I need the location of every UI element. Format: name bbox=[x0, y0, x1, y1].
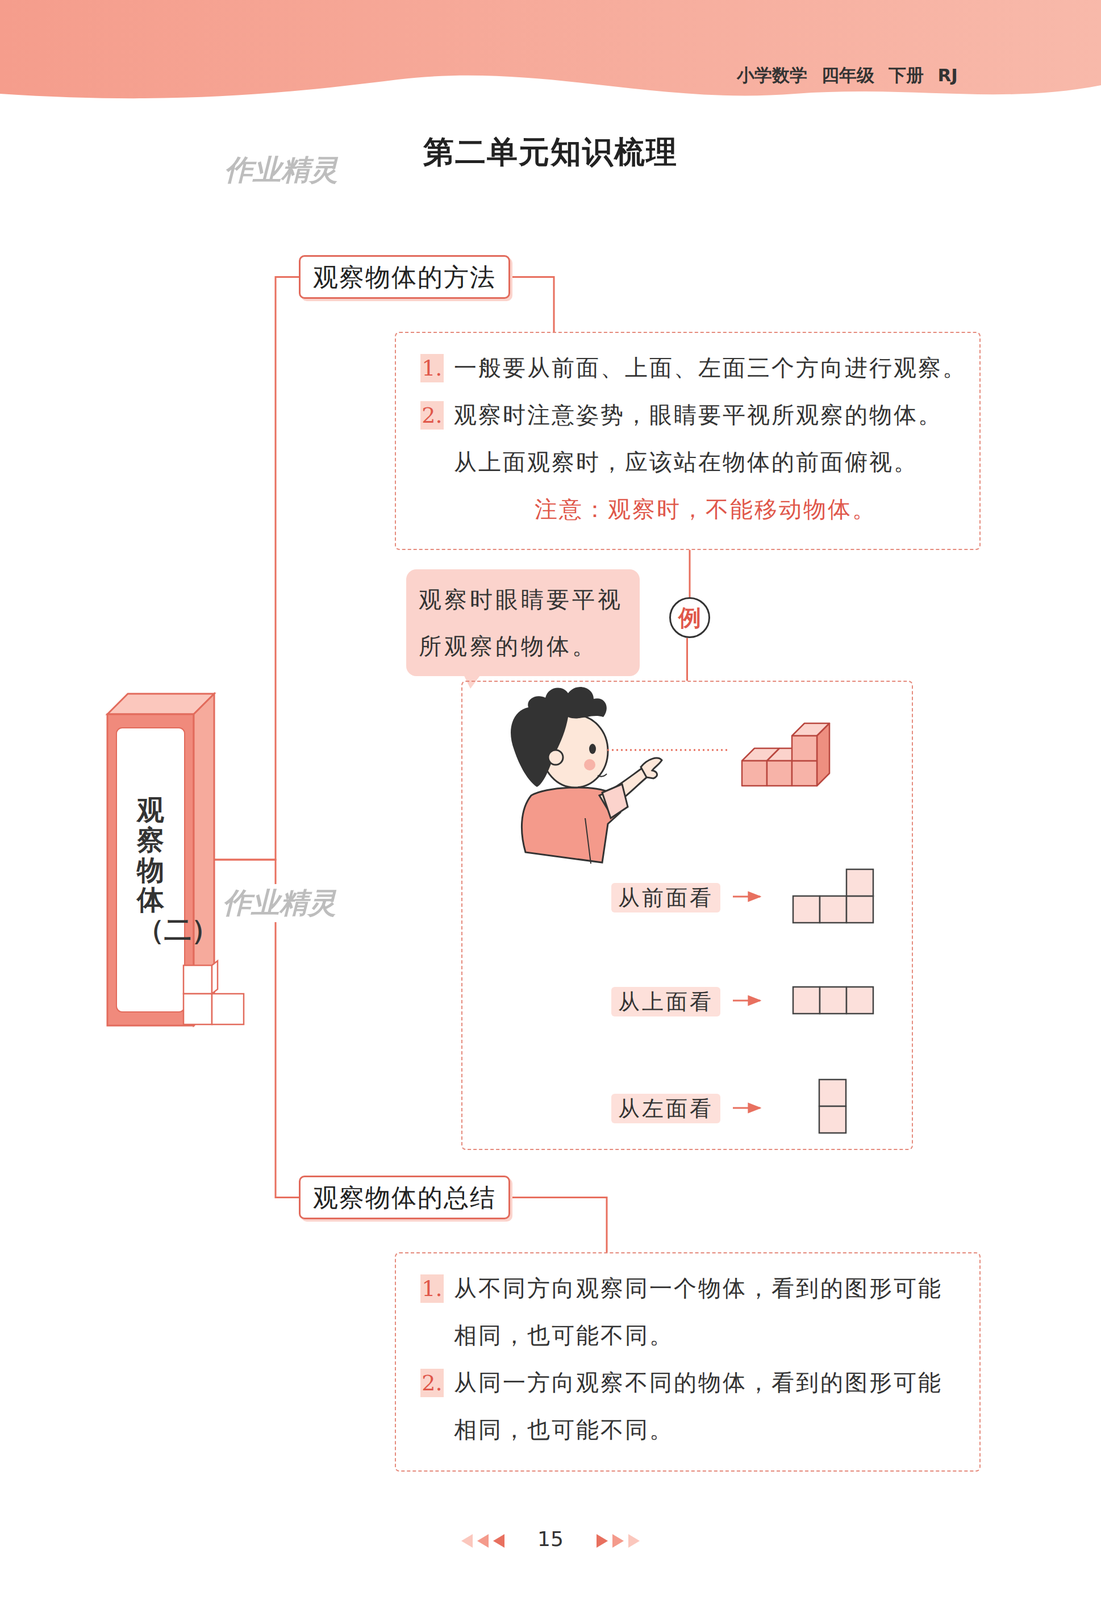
front-view bbox=[846, 895, 874, 923]
topic-box-shape bbox=[183, 965, 212, 994]
page-triangles bbox=[596, 1533, 608, 1548]
tree-connector bbox=[686, 637, 688, 681]
top-view bbox=[819, 986, 847, 1014]
left-view bbox=[819, 1106, 846, 1133]
topic-box: 观察物体（二） bbox=[107, 693, 215, 1026]
content-box: 1. 从不同方向观察同一个物体，看到的图形可能相同，也可能不同。 2. 从同一方向观察… bbox=[394, 1252, 981, 1472]
item-text: 从同一方向观察不同的物体，看到的图形可能相同，也可能不同。 bbox=[453, 1358, 949, 1454]
topic-title: 观察物体（二） bbox=[136, 794, 165, 945]
cube-model bbox=[791, 760, 817, 786]
page-triangles bbox=[493, 1533, 505, 1548]
branch-box: 观察物体的总结 bbox=[298, 1175, 511, 1220]
left-view bbox=[819, 1079, 846, 1107]
item-number: 1. bbox=[420, 353, 444, 383]
header-text: 小学数学 四年级 下册 RJ bbox=[736, 63, 958, 88]
item-text: 一般要从前面、上面、左面三个方向进行观察。 bbox=[453, 344, 969, 392]
item-number: 2. bbox=[420, 1368, 444, 1397]
page-triangles bbox=[628, 1533, 640, 1548]
topic-box-shape bbox=[211, 960, 218, 994]
branch-title: 观察物体的方法 bbox=[313, 261, 496, 293]
view-tag-text: 从上面看 bbox=[618, 989, 714, 1015]
boy-illustration bbox=[585, 818, 591, 864]
view-tag: 从上面看 bbox=[611, 986, 721, 1017]
cube-model bbox=[766, 760, 792, 786]
boy-illustration bbox=[584, 758, 596, 771]
bubble-text: 观察时眼睛要平视所观察的物体。 bbox=[418, 576, 629, 670]
front-view bbox=[846, 869, 874, 896]
item-number: 1. bbox=[420, 1274, 444, 1303]
boy-illustration bbox=[589, 743, 596, 754]
tree-connector bbox=[510, 1197, 607, 1253]
sight-line bbox=[607, 749, 730, 752]
header-band bbox=[0, 0, 1101, 99]
tree-connector bbox=[689, 549, 691, 598]
page-triangles bbox=[612, 1533, 624, 1548]
speech-bubble: 观察时眼睛要平视所观察的物体。 bbox=[406, 569, 640, 677]
page-triangles bbox=[477, 1533, 489, 1548]
cube-model bbox=[741, 760, 767, 786]
boy-illustration bbox=[548, 749, 563, 765]
boy-illustration bbox=[640, 757, 662, 779]
front-view bbox=[793, 869, 874, 923]
example-box: 从前面看从上面看从左面看 bbox=[461, 680, 913, 1150]
view-arrow bbox=[732, 1107, 761, 1109]
page-title: 第二单元知识梳理 bbox=[0, 131, 1101, 174]
topic-box-shape bbox=[183, 960, 244, 1025]
page-triangles bbox=[461, 1533, 473, 1548]
cube-model bbox=[741, 723, 830, 786]
boy-illustration bbox=[510, 686, 662, 864]
content-box: 1. 一般要从前面、上面、左面三个方向进行观察。 2. 观察时注意姿势，眼睛要平视所观… bbox=[394, 331, 981, 550]
top-view bbox=[846, 986, 874, 1014]
item-text: 从不同方向观察同一个物体，看到的图形可能相同，也可能不同。 bbox=[453, 1264, 949, 1359]
boy-illustration bbox=[597, 773, 607, 777]
watermark: 作业精灵 bbox=[222, 883, 337, 923]
top-view bbox=[793, 986, 820, 1014]
topic-box-shape bbox=[183, 993, 212, 1025]
view-arrow bbox=[732, 896, 761, 1108]
tree-connector bbox=[510, 277, 554, 333]
note-text: 注意：观察时，不能移动物体。 bbox=[420, 485, 969, 533]
branch-box: 观察物体的方法 bbox=[298, 255, 511, 299]
left-view bbox=[819, 1079, 846, 1133]
cube-model bbox=[816, 723, 830, 786]
view-tag: 从左面看 bbox=[611, 1093, 721, 1124]
cube-model bbox=[791, 735, 817, 761]
badge-text: 例 bbox=[678, 606, 702, 629]
sight-line bbox=[607, 749, 730, 751]
example-badge: 例 bbox=[669, 597, 711, 638]
front-view bbox=[819, 895, 847, 923]
item-number: 2. bbox=[420, 401, 444, 430]
boy-illustration bbox=[510, 686, 607, 787]
view-tag: 从前面看 bbox=[611, 882, 721, 913]
watermark: 作业精灵 bbox=[224, 151, 339, 190]
topic-box-shape bbox=[211, 993, 244, 1025]
tree-connector bbox=[214, 277, 299, 861]
view-arrow bbox=[732, 895, 761, 898]
view-arrow bbox=[732, 999, 761, 1002]
header-band bbox=[0, 0, 1101, 99]
topic-box-shape bbox=[107, 714, 194, 1026]
front-view bbox=[793, 895, 820, 923]
boy-illustration bbox=[602, 783, 628, 819]
item-text: 观察时注意姿势，眼睛要平视所观察的物体。从上面观察时，应该站在物体的前面俯视。 bbox=[453, 391, 949, 486]
topic-box-shape bbox=[116, 727, 185, 1012]
top-view bbox=[793, 986, 874, 1014]
view-tag-text: 从左面看 bbox=[618, 1095, 714, 1121]
branch-title: 观察物体的总结 bbox=[313, 1181, 496, 1213]
page-number: 15 bbox=[0, 1527, 1101, 1551]
view-tag-text: 从前面看 bbox=[618, 885, 714, 911]
